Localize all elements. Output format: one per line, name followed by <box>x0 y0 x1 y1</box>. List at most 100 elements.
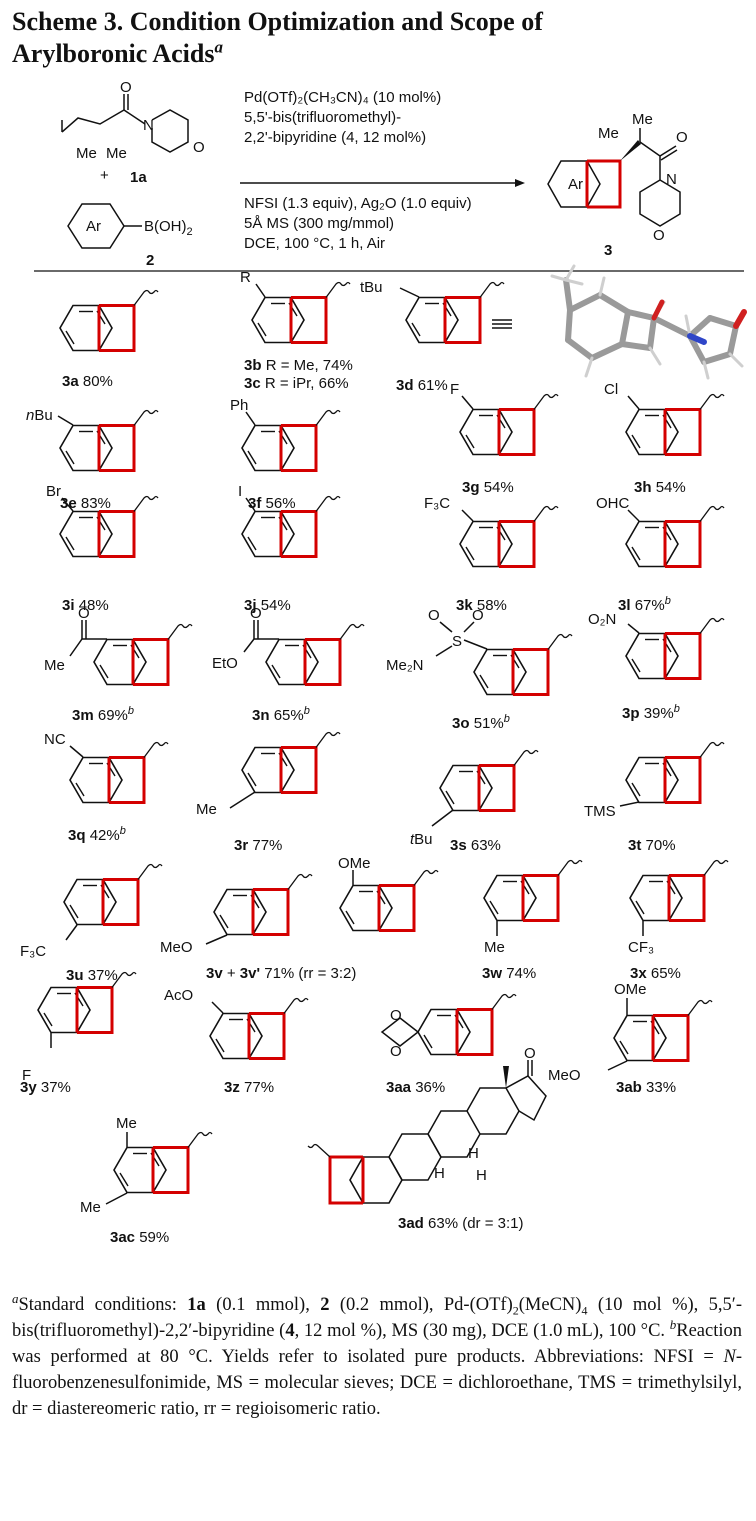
svg-text:3ad 63% (dr = 3:1): 3ad 63% (dr = 3:1) <box>398 1215 524 1232</box>
svg-text:3ac 59%: 3ac 59% <box>110 1229 169 1246</box>
condition-catalyst: Pd(OTf)₂(CH₃CN)₄ (10 mol%) <box>244 89 441 106</box>
product-3-me-1: Me <box>598 125 619 142</box>
scheme-footnote: aStandard conditions: 1a (0.1 mmol), 2 (… <box>12 1290 742 1419</box>
svg-text:H: H <box>476 1167 487 1184</box>
product-3aa: O O 3aa 36% <box>380 993 518 1096</box>
svg-text:EtO: EtO <box>212 655 238 672</box>
reagent-1a-me-2: Me <box>106 145 127 162</box>
product-3p: O₂N 3p 39%b <box>588 611 726 722</box>
svg-text:3k 58%: 3k 58% <box>456 597 507 614</box>
product-3e: nBu 3e 83% <box>26 407 160 512</box>
product-3i: Br 3i 48% <box>46 483 160 614</box>
product-3n: O EtO 3n 65%b <box>212 605 366 724</box>
product-3h: Cl 3h 54% <box>604 381 726 496</box>
product-3k: F₃C 3k 58% <box>424 495 560 614</box>
svg-text:O: O <box>390 1007 402 1024</box>
reagent-2-ar: Ar <box>86 218 101 235</box>
svg-text:3v + 3v' 71% (rr = 3:2): 3v + 3v' 71% (rr = 3:2) <box>206 965 356 982</box>
svg-text:O: O <box>390 1043 402 1060</box>
title-line-1: Scheme 3. Condition Optimization and Sco… <box>12 7 543 36</box>
svg-text:3i 48%: 3i 48% <box>62 597 109 614</box>
svg-text:3j 54%: 3j 54% <box>244 597 291 614</box>
svg-text:3d 61%: 3d 61% <box>396 377 448 394</box>
svg-text:3z 77%: 3z 77% <box>224 1079 274 1096</box>
svg-text:3q 42%b: 3q 42%b <box>68 825 126 844</box>
svg-text:3l 67%b: 3l 67%b <box>618 595 671 614</box>
product-3x: CF₃ 3x 65% <box>628 859 730 982</box>
product-3y: F 3y 37% <box>20 971 138 1096</box>
reaction-arrowhead <box>515 179 525 187</box>
product-3z: AcO 3z 77% <box>164 987 310 1096</box>
product-3f: Ph 3f 56% <box>230 397 342 512</box>
reagent-1a-label: 1a <box>130 169 147 186</box>
reagent-2-boronic: B(OH)2 <box>144 218 193 238</box>
svg-text:OHC: OHC <box>596 495 630 512</box>
svg-text:3n 65%b: 3n 65%b <box>252 705 310 724</box>
product-3s: tBu 3s 63% <box>410 749 540 854</box>
condition-ligand-1: 5,5'-bis(trifluoromethyl)- <box>244 109 401 126</box>
svg-text:H: H <box>468 1145 479 1162</box>
reagent-1a-carbonyl-o: O <box>120 80 132 96</box>
reagent-1a-ring-o: O <box>193 139 205 156</box>
product-3d: tBu 3d 61% <box>360 279 512 394</box>
svg-text:OMe: OMe <box>614 981 647 998</box>
footnote-a-mark: a <box>12 1290 19 1306</box>
svg-text:I: I <box>238 483 242 500</box>
product-3q: NC 3q 42%b <box>44 731 170 844</box>
title-line-2: Arylboronic Acids <box>12 39 215 68</box>
svg-text:3s 63%: 3s 63% <box>450 837 501 854</box>
svg-text:MeO: MeO <box>160 939 193 956</box>
svg-text:Me: Me <box>80 1199 101 1216</box>
product-3m: O Me 3m 69%b <box>44 605 194 724</box>
product-3v: MeO OMe 3v + 3v' 71% (rr = 3:2) <box>160 855 440 982</box>
product-3-label: 3 <box>604 242 612 259</box>
svg-text:O: O <box>78 605 90 622</box>
reagent-1a-structure <box>61 94 189 153</box>
product-3-me-2: Me <box>632 111 653 128</box>
reagent-1a-me-1: Me <box>76 145 97 162</box>
condition-sieves: 5Å MS (300 mg/mmol) <box>244 215 394 232</box>
reaction-scheme: O N O Me Me + 1a Ar B(OH)2 2 Pd(OTf)₂(CH… <box>61 80 688 269</box>
svg-text:O: O <box>472 607 484 624</box>
product-3-ring-o: O <box>653 227 665 244</box>
svg-text:tBu: tBu <box>360 279 383 296</box>
svg-text:O: O <box>250 605 262 622</box>
product-3ab: OMe MeO 3ab 33% <box>548 981 714 1096</box>
svg-text:3aa 36%: 3aa 36% <box>386 1079 445 1096</box>
svg-text:3a 80%: 3a 80% <box>62 373 113 390</box>
svg-text:R: R <box>240 269 251 286</box>
svg-text:OMe: OMe <box>338 855 371 872</box>
svg-text:3h 54%: 3h 54% <box>634 479 686 496</box>
svg-text:3c R = iPr, 66%: 3c R = iPr, 66% <box>244 375 349 392</box>
crystal-structure-3d <box>550 264 747 380</box>
svg-text:3o 51%b: 3o 51%b <box>452 713 510 732</box>
svg-text:3b R = Me, 74%: 3b R = Me, 74% <box>244 357 353 374</box>
svg-text:nBu: nBu <box>26 407 53 424</box>
svg-text:3y 37%: 3y 37% <box>20 1079 71 1096</box>
svg-text:MeO: MeO <box>548 1067 581 1084</box>
product-3u: F₃C 3u 37% <box>20 863 164 984</box>
svg-text:Me₂N: Me₂N <box>386 657 424 674</box>
svg-text:3u 37%: 3u 37% <box>66 967 118 984</box>
svg-text:3e 83%: 3e 83% <box>60 495 111 512</box>
product-3g: F 3g 54% <box>450 381 560 496</box>
product-3ad: O H H H 3ad 63% (dr = 3:1) <box>307 1045 547 1232</box>
svg-text:CF₃: CF₃ <box>628 939 654 956</box>
product-3-n: N <box>666 171 677 188</box>
svg-text:Me: Me <box>484 939 505 956</box>
svg-text:Me: Me <box>116 1115 137 1132</box>
scheme-title: Scheme 3. Condition Optimization and Sco… <box>12 6 742 70</box>
svg-text:Me: Me <box>196 801 217 818</box>
svg-text:O: O <box>428 607 440 624</box>
reagent-2-structure <box>67 203 142 249</box>
product-3t: TMS 3t 70% <box>584 741 726 854</box>
svg-text:tBu: tBu <box>410 831 433 848</box>
product-3-carbonyl-o: O <box>676 129 688 146</box>
footnote-b-mark: b <box>669 1316 677 1332</box>
svg-text:O: O <box>524 1045 536 1062</box>
svg-text:O₂N: O₂N <box>588 611 616 628</box>
svg-text:F₃C: F₃C <box>20 943 46 960</box>
svg-text:F: F <box>450 381 459 398</box>
product-3r: Me 3r 77% <box>196 731 342 854</box>
